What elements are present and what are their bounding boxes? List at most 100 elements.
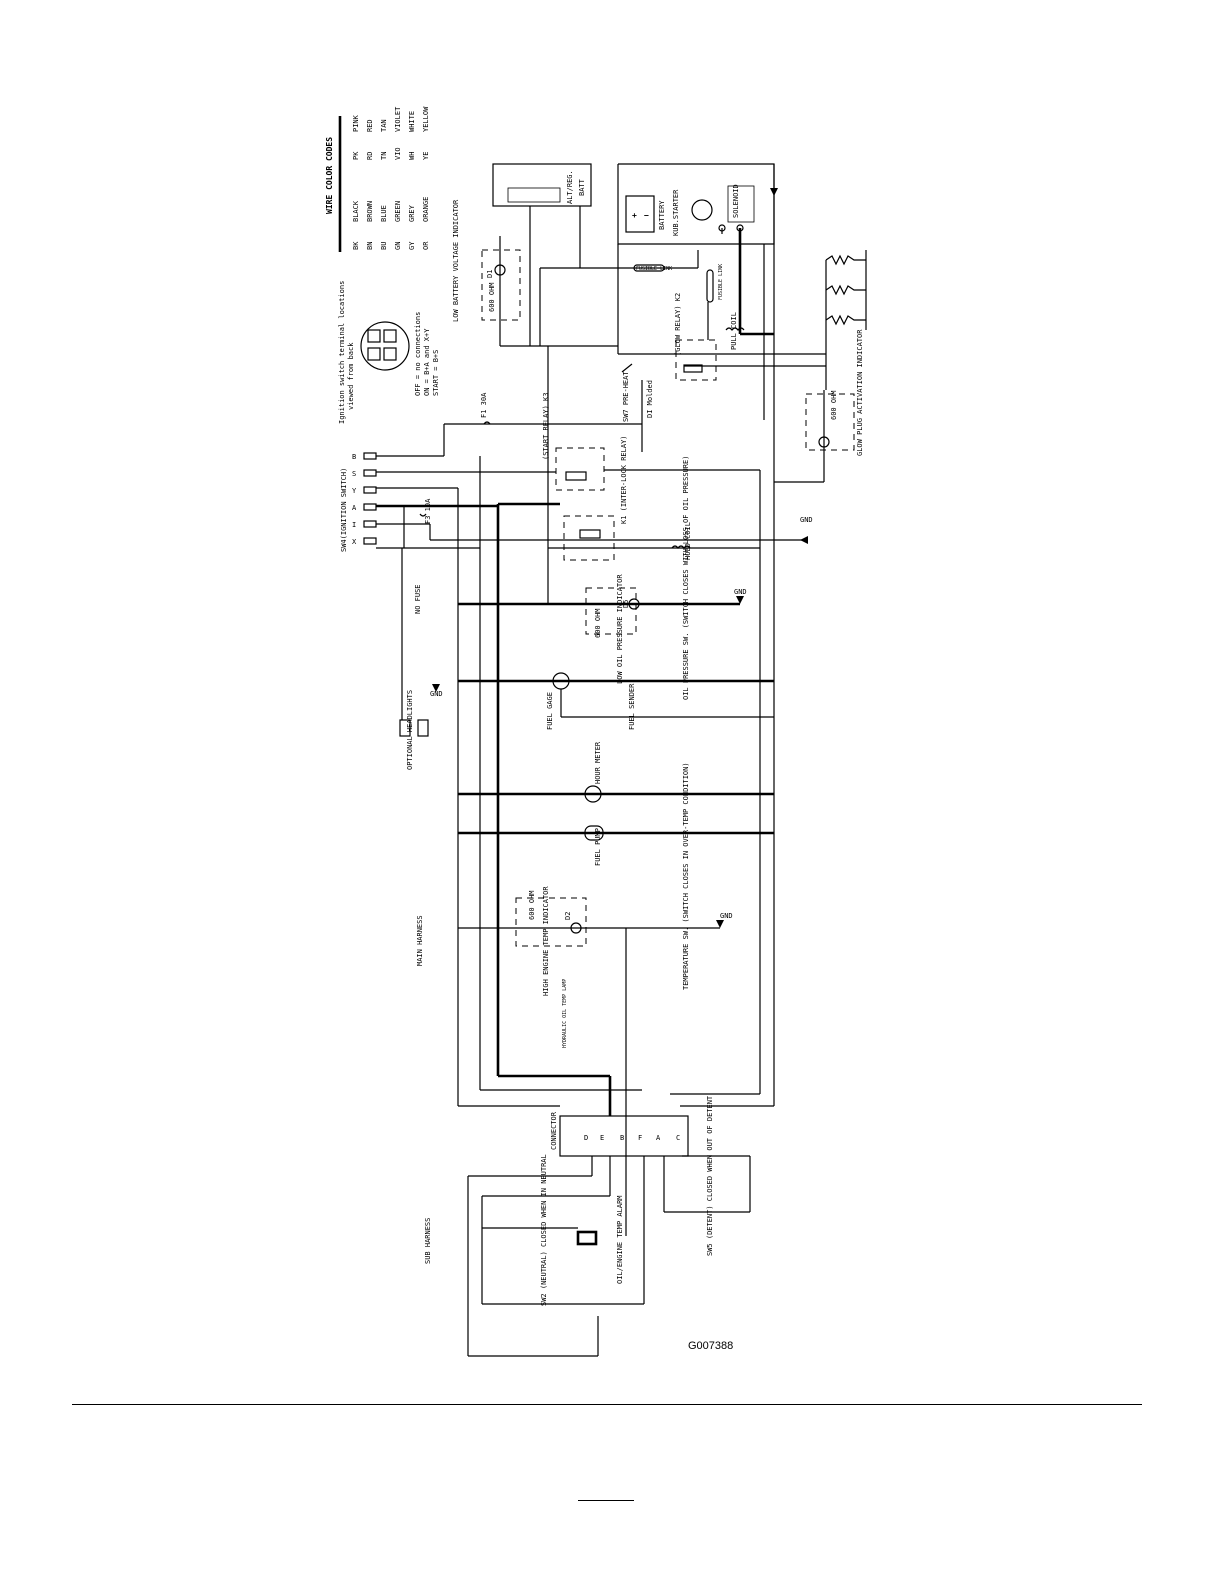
svg-text:+: + xyxy=(632,211,637,220)
sub-harness-label: SUB HARNESS xyxy=(424,1218,432,1264)
headlight-icon xyxy=(417,719,429,737)
battery-symbol xyxy=(625,195,655,233)
battery-starter-block: + − BATTERY KUB.STARTER SOLENOID xyxy=(617,163,775,245)
color-name: VIOLET xyxy=(394,106,402,132)
figure-id: G007388 xyxy=(688,1340,734,1352)
color-name: BLUE xyxy=(380,205,388,222)
kub-starter-label: KUB.STARTER xyxy=(672,189,680,236)
high-engine-temp: HIGH ENGINE TEMP INDICATOR HYDRAULIC OIL… xyxy=(515,762,733,1048)
color-name: RED xyxy=(366,119,374,132)
battery-label: BATTERY xyxy=(658,200,666,230)
ground-arrow xyxy=(736,596,744,604)
svg-text:FUEL PUMP: FUEL PUMP xyxy=(594,828,602,866)
fusible-link-icon xyxy=(706,269,714,303)
di-molded-label: DI Molded xyxy=(646,380,654,418)
svg-text:GND: GND xyxy=(800,516,813,524)
alternator-regulator: ALT/REG. BATT xyxy=(492,163,592,207)
svg-text:D2: D2 xyxy=(564,912,572,920)
switch-contact xyxy=(621,363,633,373)
hold-coil-icon xyxy=(671,545,691,549)
color-name: PINK xyxy=(352,114,360,132)
ignition-terminal-y xyxy=(363,486,377,494)
svg-text:HOUR METER: HOUR METER xyxy=(594,741,602,784)
ignition-terminal-b xyxy=(363,452,377,460)
alarm-icon xyxy=(576,1230,598,1246)
low-oil-label: LOW OIL PRESSURE INDICATOR xyxy=(616,574,624,684)
ignition-terminal xyxy=(367,347,381,361)
ignition-on: ON = B+A and X+Y xyxy=(423,328,431,396)
color-name: GREY xyxy=(408,204,416,222)
relay-coil-icon xyxy=(683,364,703,373)
color-name: BLACK xyxy=(352,200,360,222)
ignition-off: OFF = no connections xyxy=(414,312,422,396)
color-code: VIO xyxy=(394,147,402,160)
temp-switch-label: TEMPERATURE SW. (SWITCH CLOSES IN OVER-T… xyxy=(682,762,690,990)
relay-coil-icon xyxy=(579,529,601,539)
ignition-switch-diagram: Ignition switch terminal locations viewe… xyxy=(338,281,440,424)
starter-motor-icon xyxy=(691,199,713,221)
ignition-terminal-a xyxy=(363,503,377,511)
svg-text:FUSIBLE LINK: FUSIBLE LINK xyxy=(718,264,724,300)
sw7-label: SW7 PRE-HEAT xyxy=(622,371,630,422)
ignition-terminal-label: S xyxy=(352,470,356,478)
svg-text:OIL/ENGINE TEMP ALARM: OIL/ENGINE TEMP ALARM xyxy=(616,1195,624,1284)
svg-text:GND: GND xyxy=(734,588,747,596)
color-code: RD xyxy=(366,152,374,160)
glow-relay-label: (GLOW RELAY) K2 xyxy=(674,293,682,356)
color-code: BU xyxy=(380,242,388,250)
color-code: BN xyxy=(366,242,374,250)
low-battery-label: LOW BATTERY VOLTAGE INDICATOR xyxy=(452,199,460,322)
color-name: TAN xyxy=(380,119,388,132)
no-fuse-label: NO FUSE xyxy=(414,584,422,614)
svg-text:FUEL GAGE: FUEL GAGE xyxy=(546,692,554,730)
ignition-terminal-x xyxy=(363,537,377,545)
oil-switch-label: OIL PRESSURE SW. (SWITCH CLOSES WITH LOS… xyxy=(682,456,690,700)
ground-arrow xyxy=(800,536,808,544)
alt-reg-box xyxy=(492,163,592,207)
ignition-terminal xyxy=(383,329,397,343)
connector-pin-d: D xyxy=(584,1134,588,1142)
fuse-icon xyxy=(419,513,427,517)
start-relay-label: (START RELAY) K3 xyxy=(542,393,550,460)
svg-text:GND: GND xyxy=(430,690,443,698)
color-code: GY xyxy=(408,241,416,250)
ground-arrow xyxy=(432,684,440,692)
connector-pin-a: A xyxy=(656,1134,661,1142)
connector-pin-c: C xyxy=(676,1134,680,1142)
color-code: TN xyxy=(380,152,388,160)
connector-pin-e: E xyxy=(600,1134,604,1142)
svg-text:−: − xyxy=(644,211,649,220)
glow-plug-icon xyxy=(825,254,866,266)
ignition-caption-1: Ignition switch terminal locations xyxy=(338,281,346,424)
ignition-terminal-i xyxy=(363,520,377,528)
main-harness-label: MAIN HARNESS xyxy=(416,915,424,966)
ignition-terminal-s xyxy=(363,469,377,477)
low-battery-indicator: LOW BATTERY VOLTAGE INDICATOR D1 600 OHM xyxy=(452,199,521,322)
glow-plug-icon xyxy=(825,284,866,296)
color-name: WHITE xyxy=(408,111,416,132)
sw2-label: SW2 (NEUTRAL) CLOSED WHEN IN NEUTRAL xyxy=(540,1154,548,1306)
glow-plug-icon xyxy=(825,314,866,326)
color-code: WH xyxy=(408,152,416,160)
glow-relay: (GLOW RELAY) K2 PULL COIL xyxy=(674,293,745,381)
start-relay: (START RELAY) K3 xyxy=(542,393,605,491)
interlock-relay-label: K1 (INTER-LOCK RELAY) xyxy=(620,435,628,524)
svg-text:D1: D1 xyxy=(486,270,494,278)
ignition-terminal xyxy=(383,347,397,361)
svg-text:FUEL SENDER: FUEL SENDER xyxy=(628,683,636,730)
svg-text:600 OHM: 600 OHM xyxy=(830,390,838,420)
sw7-preheat: SW7 PRE-HEAT DI Molded xyxy=(621,363,654,422)
pull-coil-label: PULL COIL xyxy=(730,312,738,350)
svg-text:FUSIBLE LINK: FUSIBLE LINK xyxy=(636,266,672,272)
low-oil-indicator: 600 OHM LOW OIL PRESSURE INDICATOR OIL P… xyxy=(585,456,747,700)
ignition-switch-face xyxy=(360,321,410,371)
color-legend-title: WIRE COLOR CODES xyxy=(325,137,334,214)
relay-coil-icon xyxy=(565,471,587,481)
ignition-terminal-label: X xyxy=(352,538,357,546)
ignition-terminal-label: Y xyxy=(352,487,357,495)
svg-text:600 OHM: 600 OHM xyxy=(488,282,496,312)
svg-text:HYDRAULIC OIL TEMP LAMP: HYDRAULIC OIL TEMP LAMP xyxy=(562,979,568,1048)
